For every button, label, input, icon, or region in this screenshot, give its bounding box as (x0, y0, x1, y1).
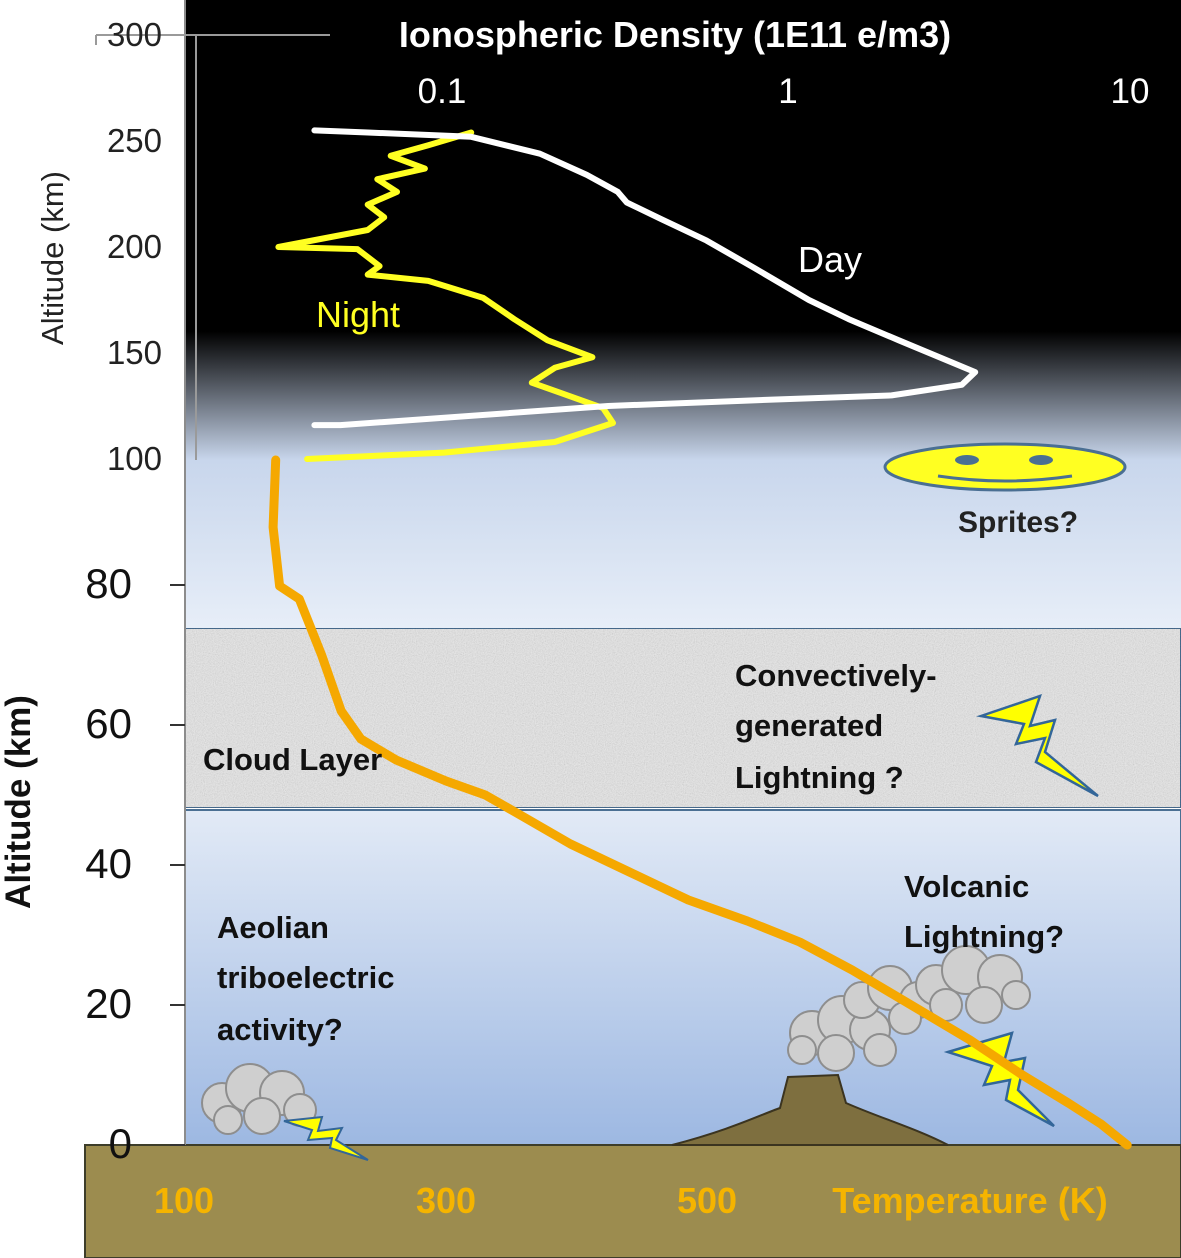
aeolian-label: Aeolian (217, 910, 329, 945)
night-label: Night (316, 294, 400, 335)
temperature-profile-line (268, 455, 1132, 1150)
cloud-icon (201, 1063, 317, 1135)
upper-y-tick-label: 150 (107, 334, 162, 371)
upper-y-axis-bracket (95, 34, 330, 460)
convective-lightning-label: generated (735, 708, 883, 743)
lightning-bolt-icon (283, 1115, 369, 1161)
upper-y-tick-label: 100 (107, 440, 162, 477)
volcanic-lightning-label: Volcanic (904, 869, 1029, 904)
lightning-bolt-icon (976, 694, 1099, 798)
lower-x-tick-label: 500 (677, 1180, 737, 1221)
upper-y-tick-label: 300 (107, 16, 162, 53)
lower-x-axis-label: Temperature (K) (832, 1180, 1107, 1221)
lower-y-tick-label: 60 (85, 700, 132, 747)
lightning-bolt-icon (943, 1031, 1055, 1128)
upper-chart-title: Ionospheric Density (1E11 e/m3) (399, 14, 951, 55)
upper-y-tick-label: 200 (107, 228, 162, 265)
upper-y-tick-label: 250 (107, 122, 162, 159)
aeolian-label: activity? (217, 1012, 343, 1047)
lower-y-tick-label: 80 (85, 560, 132, 607)
ground (84, 1144, 1181, 1258)
upper-x-tick-label: 10 (1111, 72, 1150, 111)
smiley-sprite-icon (883, 442, 1127, 492)
sprites-label: Sprites? (958, 506, 1078, 539)
day-label: Day (798, 239, 862, 280)
lower-x-tick-label: 300 (416, 1180, 476, 1221)
convective-lightning-label: Lightning ? (735, 760, 904, 795)
lower-y-tick-label: 0 (109, 1120, 132, 1167)
upper-y-axis-label: Altitude (km) (35, 171, 70, 345)
upper-x-tick-label: 1 (778, 72, 797, 111)
day-density-line (311, 127, 979, 429)
volcanic-lightning-label: Lightning? (904, 919, 1064, 954)
lower-x-tick-label: 100 (154, 1180, 214, 1221)
upper-x-tick-label: 0.1 (418, 72, 467, 111)
volcano-icon (671, 1073, 949, 1146)
aeolian-label: triboelectric (217, 960, 394, 995)
convective-lightning-label: Convectively- (735, 658, 937, 693)
lower-y-tick-label: 20 (85, 980, 132, 1027)
lower-y-tick-label: 40 (85, 840, 132, 887)
lower-y-axis-label: Altitude (km) (0, 695, 38, 909)
cloud-layer-label: Cloud Layer (203, 742, 382, 777)
